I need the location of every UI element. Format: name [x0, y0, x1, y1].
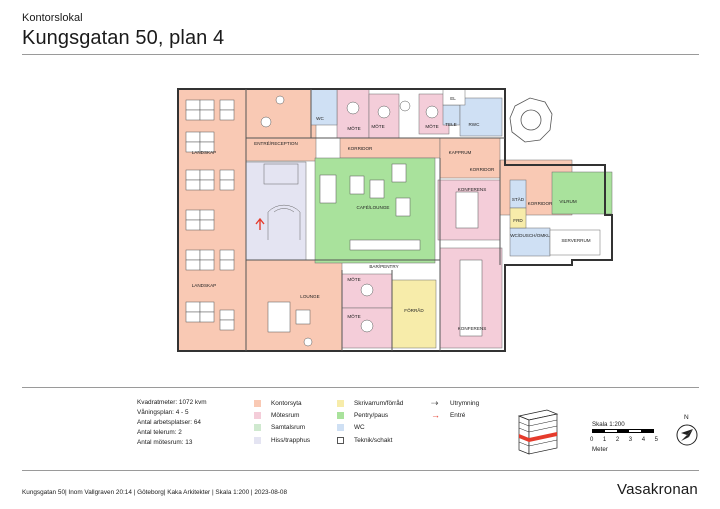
room-fro — [509, 207, 527, 229]
page-title: Kungsgatan 50, plan 4 — [22, 27, 225, 49]
legend-column-3: ⇢ Utrymning → Entré — [431, 397, 479, 422]
room-forrad — [391, 279, 437, 349]
label-landskap-1: LANDSKAP — [192, 150, 217, 155]
label-bar: BAR/PENTRY — [369, 264, 398, 269]
stat-telerooms: Antal telerum: 2 — [137, 429, 182, 436]
room-vilrum — [551, 171, 613, 215]
label-vilrum: VILRUM — [559, 199, 577, 204]
legend-swatch-samtalsrum — [254, 424, 261, 432]
label-serverrum: SERVERRUM — [561, 238, 590, 243]
legend-column-1: Kontorsyta Mötesrum Samtalsrum Hiss/trap… — [254, 397, 310, 446]
label-stad: STÄD — [512, 196, 525, 202]
room-wc-top — [310, 88, 338, 126]
entrance-arrow-icon — [255, 217, 265, 230]
legend-label: Pentry/paus — [354, 411, 389, 419]
legend-swatch-pentry — [337, 411, 344, 419]
legend-swatch-teknik — [337, 436, 344, 444]
label-konferens-1: KONFERENS — [458, 187, 487, 192]
label-landskap-2: LANDSKAP — [192, 283, 217, 288]
legend-swatch-motesrum — [254, 411, 261, 419]
compass-icon — [676, 424, 698, 446]
label-lounge: LOUNGE — [300, 294, 319, 299]
label-fro: FRD — [513, 218, 523, 223]
header-rule — [22, 54, 699, 55]
label-cafe: CAFÉ/LOUNGE — [357, 204, 390, 210]
room-stad — [509, 179, 527, 209]
zone-kapprum — [439, 137, 501, 179]
label-korridor-3: KORRIDOR — [528, 201, 553, 206]
label-mote-3: MÖTE — [425, 123, 438, 129]
room-serverrum — [549, 229, 601, 256]
label-mote-2: MÖTE — [371, 123, 384, 129]
legend-swatch-kontorsyta — [254, 399, 261, 407]
scale-label: Skala 1:200 — [592, 421, 625, 428]
label-entre: ENTRÉ/RECEPTION — [254, 140, 298, 146]
label-mote-1: MÖTE — [347, 125, 360, 131]
property-stats: Kvadratmeter: 1072 kvm Våningsplan: 4 - … — [137, 398, 207, 448]
footer-rule — [22, 470, 699, 471]
footer-text: Kungsgatan 50| Inom Vallgraven 20:14 | G… — [22, 489, 288, 496]
legend-label: Teknik/schakt — [354, 436, 393, 444]
compass-north-label: N — [684, 414, 689, 421]
stat-meetingrooms: Antal mötesrum: 13 — [137, 439, 193, 446]
legend-label: Utrymning — [450, 399, 480, 407]
room-rwc — [459, 97, 503, 137]
plan-bottom-rule — [22, 387, 699, 388]
stat-workplaces: Antal arbetsplatser: 64 — [137, 419, 201, 426]
stairwell — [245, 161, 307, 261]
label-korridor-2: KORRIDOR — [470, 167, 495, 172]
legend-label: Kontorsyta — [271, 399, 302, 407]
label-korridor-1: KORRIDOR — [348, 146, 373, 151]
legend-swatch-wc — [337, 424, 344, 432]
label-mote-4: MÖTE — [347, 276, 360, 282]
stat-floors: Våningsplan: 4 - 5 — [137, 409, 189, 416]
label-kapprum: KAPPRUM — [449, 150, 472, 155]
header-kicker: Kontorslokal — [22, 12, 83, 24]
label-tele: TELE — [445, 122, 457, 127]
label-forrad: FÖRRÅD — [404, 307, 424, 313]
stat-area: Kvadratmeter: 1072 kvm — [137, 399, 207, 406]
floor-plan: LANDSKAP LANDSKAP ENTRÉ/RECEPTION WC MÖT… — [177, 88, 613, 352]
evacuation-arrow-icon: ⇢ — [431, 397, 439, 408]
legend-label: Entré — [450, 411, 466, 419]
scale-bar — [592, 429, 654, 433]
label-rwc: RWC — [469, 122, 481, 127]
legend-label: Mötesrum — [271, 411, 300, 419]
legend-column-2: Skrivarrum/förråd Pentry/paus WC Teknik/… — [337, 397, 403, 446]
label-mote-5: MÖTE — [347, 313, 360, 319]
legend-swatch-hiss — [254, 436, 261, 444]
legend-label: Samtalsrum — [271, 424, 306, 432]
label-wc-top: WC — [316, 116, 324, 121]
legend-label: WC — [354, 424, 365, 432]
room-wc-dusch — [509, 227, 551, 257]
legend-swatch-skrivarrum — [337, 399, 344, 407]
brand-logo: Vasakronan — [617, 481, 698, 498]
scale-unit: Meter — [592, 446, 608, 453]
east-tower-core — [520, 109, 542, 131]
legend-label: Hiss/trapphus — [271, 436, 311, 444]
building-floors-icon — [517, 409, 559, 455]
label-el: EL — [450, 96, 456, 101]
label-wc-dusch: WC/DUSCH/OMKL — [510, 233, 550, 238]
legend-label: Skrivarrum/förråd — [354, 399, 404, 407]
entrance-arrow-icon: → — [431, 409, 440, 420]
label-konferens-2: KONFERENS — [458, 326, 487, 331]
outer-wall — [177, 88, 613, 352]
zone-office-lounge — [245, 259, 343, 352]
east-tower — [509, 97, 553, 143]
